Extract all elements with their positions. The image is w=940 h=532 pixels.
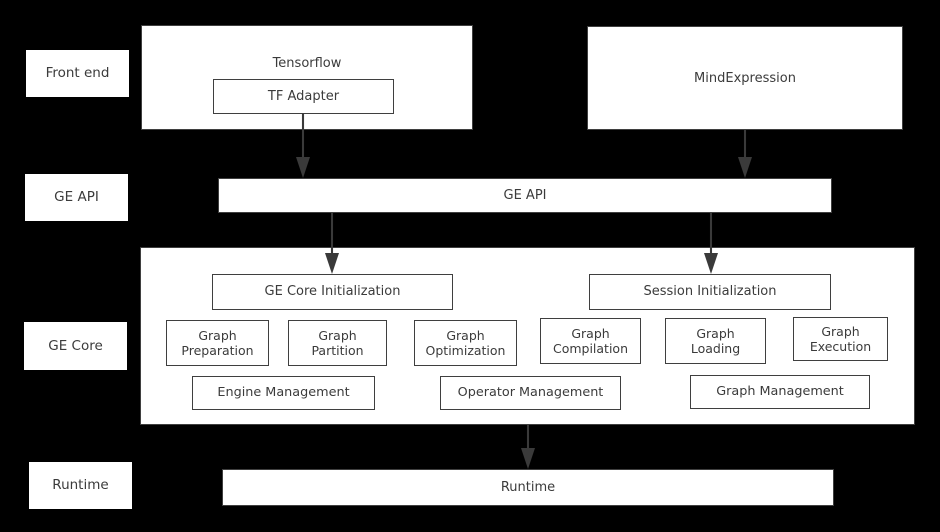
- graph-optimization-label-line2: Optimization: [425, 343, 506, 358]
- tensorflow-container[interactable]: Tensorflow: [141, 25, 473, 130]
- graph-loading-box[interactable]: Graph Loading: [665, 318, 766, 364]
- mindexpression-title: MindExpression: [694, 71, 796, 86]
- layer-label-ge-api: GE API: [25, 174, 128, 221]
- graph-loading-label-line1: Graph: [696, 325, 735, 341]
- graph-loading-label-line2: Loading: [690, 341, 741, 356]
- graph-preparation-label-line1: Graph: [198, 327, 237, 343]
- operator-management-box[interactable]: Operator Management: [440, 376, 621, 410]
- graph-optimization-label-line1: Graph: [446, 327, 485, 343]
- graph-optimization-box[interactable]: Graph Optimization: [414, 320, 517, 366]
- layer-label-front-end-text: Front end: [45, 65, 110, 82]
- graph-management-label: Graph Management: [716, 384, 844, 400]
- mindexpression-container[interactable]: MindExpression: [587, 26, 903, 130]
- engine-management-label: Engine Management: [217, 385, 350, 401]
- ge-api-label: GE API: [503, 187, 547, 203]
- layer-label-ge-core: GE Core: [24, 322, 127, 370]
- arrow-tfadapter-to-geapi-head: [296, 157, 310, 178]
- runtime-box[interactable]: Runtime: [222, 469, 834, 506]
- session-initialization-box[interactable]: Session Initialization: [589, 274, 831, 310]
- tf-adapter-label: TF Adapter: [267, 88, 340, 104]
- graph-preparation-box[interactable]: Graph Preparation: [166, 320, 269, 366]
- ge-core-initialization-box[interactable]: GE Core Initialization: [212, 274, 453, 310]
- graph-compilation-box[interactable]: Graph Compilation: [540, 318, 641, 364]
- graph-execution-label-line2: Execution: [809, 339, 872, 354]
- layer-label-runtime-text: Runtime: [52, 477, 109, 494]
- graph-execution-label-line1: Graph: [821, 323, 860, 339]
- graph-compilation-label-line1: Graph: [571, 325, 610, 341]
- graph-partition-box[interactable]: Graph Partition: [288, 320, 387, 366]
- graph-execution-box[interactable]: Graph Execution: [793, 317, 888, 361]
- layer-label-front-end: Front end: [26, 50, 129, 97]
- arrow-mindexpression-to-geapi-head: [738, 157, 752, 178]
- graph-partition-label-line1: Graph: [318, 327, 357, 343]
- graph-compilation-label-line2: Compilation: [552, 341, 629, 356]
- tensorflow-title: Tensorflow: [272, 56, 342, 71]
- ge-api-box[interactable]: GE API: [218, 178, 832, 213]
- graph-preparation-label-line2: Preparation: [181, 343, 254, 358]
- graph-management-box[interactable]: Graph Management: [690, 375, 870, 409]
- tf-adapter-box[interactable]: TF Adapter: [213, 79, 394, 114]
- engine-management-box[interactable]: Engine Management: [192, 376, 375, 410]
- layer-label-runtime: Runtime: [29, 462, 132, 509]
- session-initialization-label: Session Initialization: [643, 284, 777, 300]
- ge-core-initialization-label: GE Core Initialization: [264, 284, 401, 300]
- graph-partition-label-line2: Partition: [311, 343, 364, 358]
- operator-management-label: Operator Management: [457, 385, 604, 401]
- layer-label-ge-core-text: GE Core: [48, 337, 103, 354]
- arrow-gecore-to-runtime-head: [521, 448, 535, 469]
- layer-label-ge-api-text: GE API: [54, 189, 99, 206]
- runtime-label: Runtime: [500, 479, 556, 495]
